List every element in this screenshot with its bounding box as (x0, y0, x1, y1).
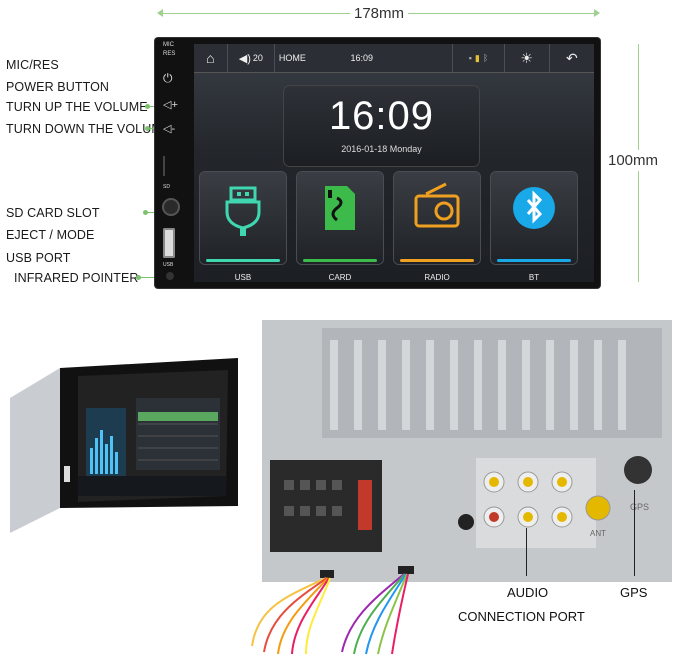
sd-card-slot[interactable] (163, 156, 165, 176)
width-label: 178mm (350, 5, 409, 22)
leader-line (147, 212, 159, 213)
connector-pins (284, 480, 342, 516)
label-infrared-pointer: INFRARED POINTER (14, 271, 139, 285)
heatsink-fins (330, 340, 626, 430)
wires-left (251, 577, 331, 655)
connection-port-callout: CONNECTION PORT (458, 609, 585, 624)
tile-usb-label: USB (234, 273, 252, 282)
sd-label: SD (163, 184, 170, 190)
status-icons: ▪ ▮ ᛒ (453, 44, 505, 72)
touch-screen: ⌂ ◀) 20 HOME 16:09 ▪ ▮ ᛒ ☀ ↶ 16:09 2016-… (194, 44, 594, 282)
status-bar: ⌂ ◀) 20 HOME 16:09 ▪ ▮ ᛒ ☀ ↶ (194, 44, 594, 73)
usb-port[interactable] (163, 228, 175, 258)
usb-label: USB (163, 262, 174, 268)
tile-glow (206, 259, 280, 262)
rca-jacks (483, 471, 611, 528)
power-icon[interactable]: ⏻ (163, 71, 173, 85)
eject-mode-knob[interactable] (164, 200, 178, 214)
volume-down-icon[interactable]: ◁- (163, 123, 176, 135)
volume-value: 20 (252, 53, 263, 63)
res-label: RES (163, 51, 176, 57)
gps-callout: GPS (620, 585, 648, 600)
brightness-icon[interactable]: ☀ (505, 44, 550, 72)
tile-glow (400, 259, 474, 262)
gps-callout-line (634, 490, 635, 576)
home-title: HOME (278, 53, 306, 63)
clock-widget[interactable]: 16:09 2016-01-18 Monday (284, 86, 479, 166)
leader-dot (145, 104, 150, 109)
sd-card-icon: ▪ (468, 53, 472, 63)
speaker-icon: ◀) (238, 52, 251, 65)
arrow-right-icon (594, 9, 600, 17)
angled-product-photo (10, 358, 238, 533)
mic-jack (458, 514, 474, 530)
infrared-sensor (166, 272, 174, 280)
wires-right (341, 573, 409, 655)
playlist-lines (138, 423, 218, 461)
equalizer-bars (90, 430, 118, 474)
heatsink (322, 328, 662, 438)
wiring-harness (251, 566, 414, 655)
tile-bt-label: BT (528, 273, 540, 282)
media-controls-bar (78, 476, 226, 496)
playlist-panel (136, 398, 220, 470)
leader-dot (143, 210, 148, 215)
label-volume-up: TURN UP THE VOLUME (6, 100, 148, 114)
tile-card[interactable]: CARD (297, 172, 383, 282)
gps-port-label: GPS (630, 502, 649, 512)
audio-callout-line (526, 528, 527, 576)
audio-callout: AUDIO (507, 585, 549, 600)
volume-up-icon[interactable]: ◁+ (163, 99, 178, 111)
clock-date: 2016-01-18 Monday (341, 144, 422, 154)
radio-icon (414, 182, 460, 228)
arrow-left-icon (157, 9, 163, 17)
label-power-button: POWER BUTTON (6, 80, 110, 94)
tile-glow (303, 259, 377, 262)
mic-label: MIC (163, 42, 174, 48)
leader-dot (136, 275, 141, 280)
label-mic-res: MIC/RES (6, 58, 59, 72)
label-eject-mode: EJECT / MODE (6, 228, 95, 242)
leader-line (140, 277, 162, 278)
connector-latch (358, 480, 372, 530)
tile-usb[interactable]: USB (200, 172, 286, 282)
label-usb-port: USB PORT (6, 251, 71, 265)
tile-card-label: CARD (328, 273, 352, 282)
head-unit-front: MIC RES ⏻ ◁+ ◁- SD USB ⌂ ◀) 20 HOME 16:0… (155, 38, 600, 288)
label-sd-card-slot: SD CARD SLOT (6, 206, 100, 220)
ant-label: ANT (590, 529, 606, 538)
height-label: 100mm (606, 150, 661, 171)
mini-usb-port (64, 466, 70, 482)
plug-left (320, 570, 334, 578)
sd-card-icon (325, 186, 355, 230)
leader-dot (145, 126, 150, 131)
tile-bluetooth[interactable]: BT (491, 172, 577, 282)
back-icon[interactable]: ↶ (566, 49, 578, 66)
gps-connector (624, 456, 652, 484)
volume-indicator[interactable]: ◀) 20 (228, 44, 275, 72)
home-icon[interactable]: ⌂ (194, 44, 228, 72)
bluetooth-icon (513, 187, 555, 229)
back-panel-photo: GPS ANT (262, 320, 672, 582)
topbar-time: 16:09 (340, 44, 454, 72)
tile-glow (497, 259, 571, 262)
bluetooth-status-icon: ᛒ (482, 53, 489, 63)
tile-radio[interactable]: RADIO (394, 172, 480, 282)
usb-status-icon: ▮ (474, 52, 480, 63)
clock-time: 16:09 (328, 94, 435, 138)
label-volume-down: TURN DOWN THE VOLUME (6, 122, 171, 136)
playlist-highlight (138, 412, 218, 421)
tile-radio-label: RADIO (424, 273, 450, 282)
usb-icon (225, 186, 261, 236)
unit-side-panel (10, 368, 60, 533)
plug-right (398, 566, 414, 574)
